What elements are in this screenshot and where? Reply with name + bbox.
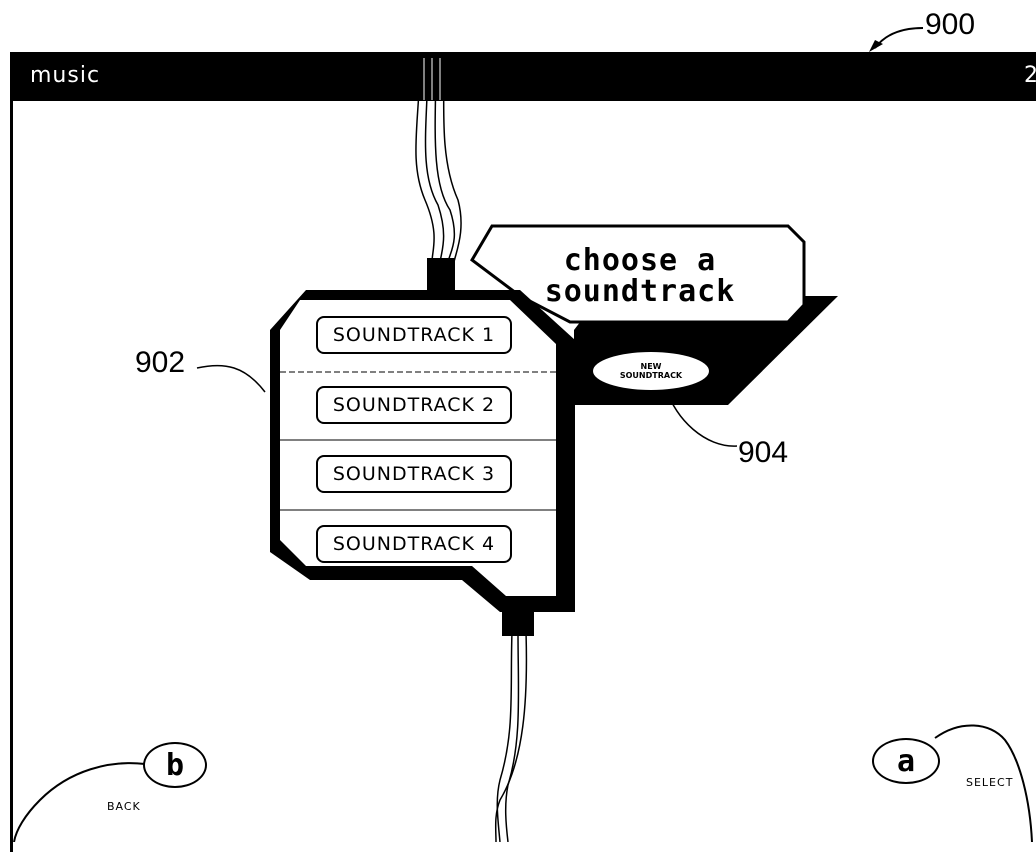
figure-ref-902: 902 [135,346,186,379]
menu-label-line1: choose a [563,242,717,278]
screen-frame [10,52,1036,852]
title-bar: music 2 [10,55,1036,101]
menu-label: choose a soundtrack [475,228,805,323]
soundtrack-item-2[interactable]: SOUNDTRACK 2 [316,386,512,424]
select-button[interactable]: a [872,738,940,784]
page-number: 2 [1024,63,1036,88]
ref-leader-902 [196,364,266,393]
new-soundtrack-line1: NEW [640,362,662,371]
soundtrack-item-4[interactable]: SOUNDTRACK 4 [316,525,512,563]
new-soundtrack-button[interactable]: NEW SOUNDTRACK [593,352,709,390]
screen-title: music [30,63,101,88]
ref-arrow-900 [869,27,924,52]
menu-label-line2: soundtrack [544,273,736,309]
back-label: BACK [107,800,141,813]
figure-ref-900: 900 [925,8,976,41]
soundtrack-item-3[interactable]: SOUNDTRACK 3 [316,455,512,493]
soundtrack-item-1[interactable]: SOUNDTRACK 1 [316,316,512,354]
select-label: SELECT [966,776,1014,789]
back-button[interactable]: b [143,742,207,788]
figure-ref-904: 904 [738,436,789,469]
new-soundtrack-line2: SOUNDTRACK [619,371,683,380]
